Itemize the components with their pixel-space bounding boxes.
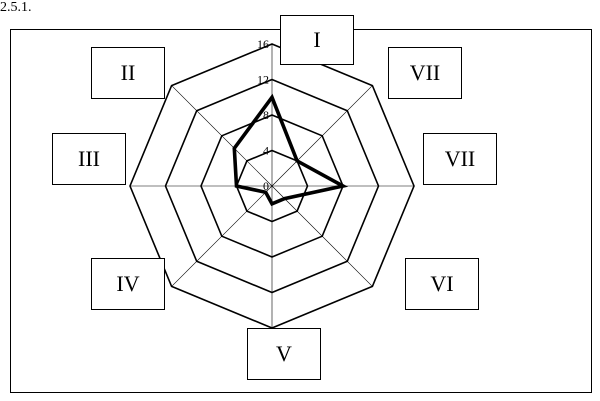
- axis-label-box-5: IV: [91, 258, 165, 310]
- spoke-7: [171, 85, 273, 187]
- tick-label-12: 12: [257, 73, 269, 87]
- axis-label-box-6: III: [52, 133, 126, 185]
- axis-label-box-1: VII: [388, 47, 462, 99]
- axis-label-box-4: V: [247, 328, 321, 380]
- tick-label-8: 8: [263, 108, 269, 122]
- spoke-3: [271, 185, 373, 287]
- radar-tick-labels: 0 4 8 12 16: [257, 37, 269, 193]
- spoke-5: [171, 185, 273, 287]
- series-line-0: [232, 93, 349, 207]
- axis-label-box-3: VI: [405, 258, 479, 310]
- figure-number: 2.5.1.: [0, 0, 32, 15]
- spoke-1: [271, 85, 373, 187]
- axis-label-box-2: VII: [423, 133, 497, 185]
- axis-label-box-0: I: [280, 15, 354, 65]
- radar-spokes: [130, 44, 414, 328]
- tick-label-16: 16: [257, 37, 269, 51]
- radar-series: [232, 93, 349, 207]
- tick-label-4: 4: [263, 144, 269, 158]
- tick-label-0: 0: [263, 179, 269, 193]
- axis-label-box-7: II: [91, 47, 165, 99]
